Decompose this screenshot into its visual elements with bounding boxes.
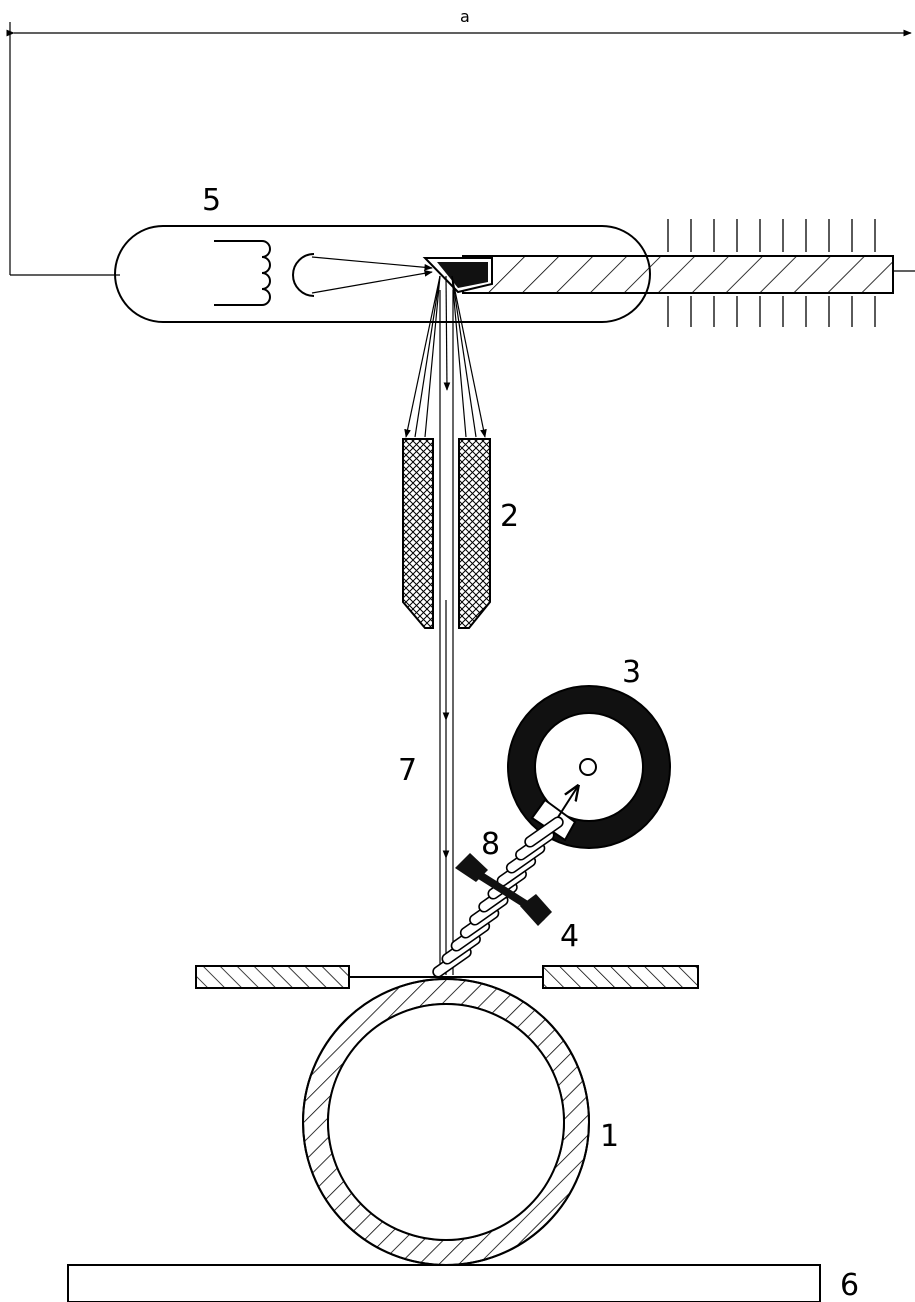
xray-fan [404, 275, 487, 438]
filament-coil [214, 240, 271, 306]
anode-rod [462, 255, 894, 294]
dimension-line [6, 22, 915, 276]
spring [432, 816, 564, 978]
shutter-label: 4 [560, 919, 579, 954]
wheel-hub [579, 758, 597, 776]
primary-beam [439, 290, 454, 975]
detector-wheel [507, 685, 671, 849]
cooling-fins [667, 219, 876, 327]
shutter [455, 853, 552, 926]
base-label: 6 [840, 1268, 859, 1302]
spring-label: 8 [481, 827, 500, 862]
pipe [301, 978, 591, 1266]
xray-tube [114, 225, 894, 323]
pipe-label: 1 [600, 1119, 619, 1154]
base-plate [67, 1264, 821, 1302]
tube-label: 5 [202, 183, 221, 218]
beam-label: 7 [398, 753, 417, 788]
focusing-cup [292, 253, 315, 297]
dimension-label: a [460, 7, 470, 26]
support-plates [195, 965, 699, 989]
collimator [402, 438, 491, 629]
wheel-label: 3 [622, 655, 641, 690]
collimator-label: 2 [500, 499, 519, 534]
spring-coil [524, 816, 564, 848]
